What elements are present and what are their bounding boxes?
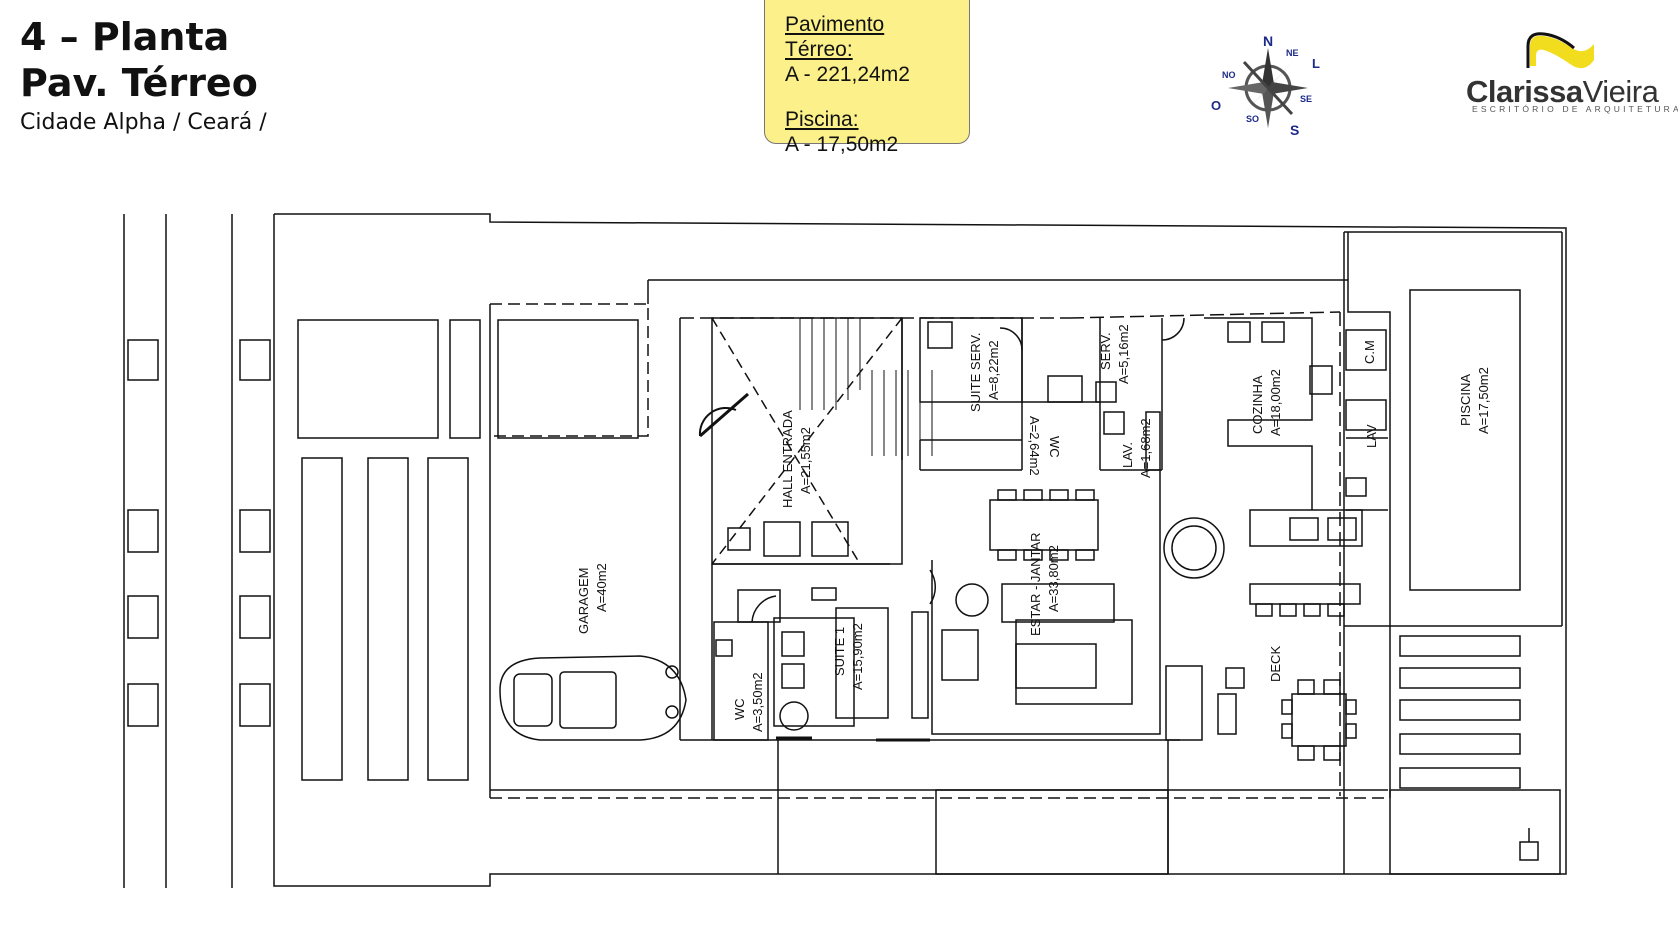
room-estar: ESTAR - JANTAR xyxy=(1028,532,1043,636)
room-wc-area: A=3,50m2 xyxy=(750,672,765,732)
compass-rose-icon: N NE L SE S SO O NO xyxy=(1211,33,1320,138)
location-label: Cidade Alpha / Ceará / xyxy=(20,110,267,135)
room-suite1-area: A=15,90m2 xyxy=(850,623,865,690)
room-cozinha: COZINHA xyxy=(1250,375,1265,434)
room-estar-area: A=33,80m2 xyxy=(1046,545,1061,612)
page-subtitle: Pav. Térreo xyxy=(20,61,258,105)
logo-last: Vieira xyxy=(1582,74,1659,109)
page-title: 4 – Planta xyxy=(20,15,230,59)
room-hall: HALL ENTRADA xyxy=(780,410,795,508)
room-wc-serv-area: A=2,64m2 xyxy=(1027,416,1042,476)
pool-label: Piscina: xyxy=(785,108,859,131)
room-cozinha-area: A=18,00m2 xyxy=(1268,369,1283,436)
compass-l: L xyxy=(1312,56,1320,71)
room-cm: C.M xyxy=(1362,340,1377,364)
title-block: 4 – Planta Pav. Térreo Cidade Alpha / Ce… xyxy=(20,14,267,135)
room-piscina-area: A=17,50m2 xyxy=(1476,367,1491,434)
compass-o: O xyxy=(1211,98,1221,113)
room-suite-serv: SUITE SERV. xyxy=(968,333,983,412)
room-garagem-area: A=40m2 xyxy=(594,563,609,612)
compass-no: NO xyxy=(1222,70,1236,80)
car-icon xyxy=(499,655,687,741)
compass-s: S xyxy=(1290,122,1299,138)
pool-area: A - 17,50m2 xyxy=(785,133,899,156)
logo-subtitle: ESCRITÓRIO DE ARQUITETURA xyxy=(1472,104,1678,114)
room-hall-area: A=21,55m2 xyxy=(798,427,813,494)
room-suite-serv-area: A=8,22m2 xyxy=(986,340,1001,400)
ground-floor-area: A - 221,24m2 xyxy=(785,63,910,86)
room-lav: LAV. xyxy=(1120,442,1135,468)
logo-first: Clarissa xyxy=(1466,74,1583,109)
compass-n: N xyxy=(1263,33,1273,49)
area-summary-box: Pavimento Térreo: A - 221,24m2 Piscina: … xyxy=(764,0,970,156)
room-suite1: SUITE 1 xyxy=(832,627,847,676)
architect-logo-icon xyxy=(1526,32,1594,69)
compass-ne: NE xyxy=(1286,48,1299,58)
room-lav2: LAV xyxy=(1364,424,1379,448)
compass-se: SE xyxy=(1300,94,1312,104)
room-deck: DECK xyxy=(1268,646,1283,682)
room-wc-serv: WC xyxy=(1047,436,1062,458)
ground-floor-label: Pavimento Térreo: xyxy=(785,13,885,61)
room-garagem: GARAGEM xyxy=(576,568,591,634)
room-piscina: PISCINA xyxy=(1458,374,1473,426)
logo-wordmark: ClarissaVieira xyxy=(1466,74,1659,110)
room-serv-area: A=5,16m2 xyxy=(1116,324,1131,384)
room-wc: WC xyxy=(732,698,747,720)
compass-so: SO xyxy=(1246,114,1259,124)
room-lav-area: A=1,68m2 xyxy=(1138,418,1153,478)
room-serv: SERV. xyxy=(1098,332,1113,370)
